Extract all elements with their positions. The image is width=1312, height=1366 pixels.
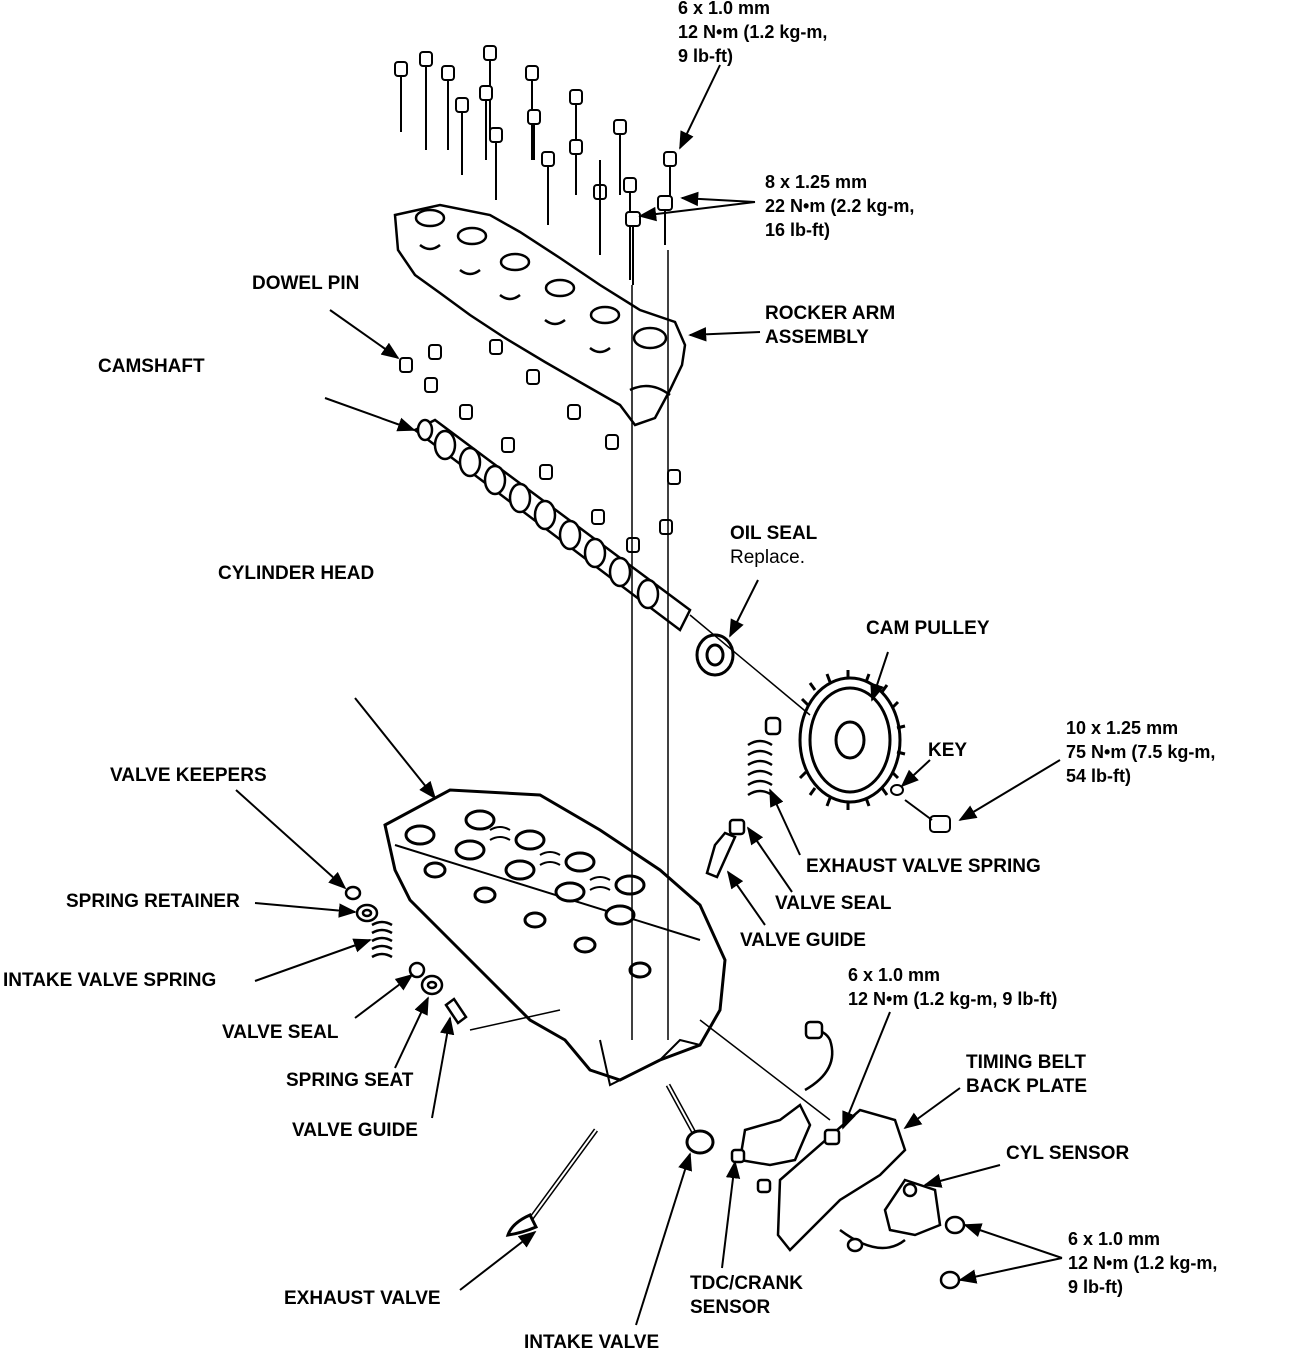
spec-line: 8 x 1.25 mm: [765, 172, 868, 192]
label-dowel-pin: DOWEL PIN: [252, 273, 360, 294]
spec-top-bolt: 6 x 1.0 mm 12 N•m (1.2 kg-m, 9 lb-ft): [678, 0, 827, 68]
label-spring-seat: SPRING SEAT: [286, 1070, 414, 1091]
label-valve-seal-right: VALVE SEAL: [775, 893, 892, 914]
label-line: OIL SEAL: [730, 523, 818, 544]
cam-pulley-drawing: [798, 670, 906, 810]
spec-rocker-bolts: 8 x 1.25 mm 22 N•m (2.2 kg-m, 16 lb-ft): [765, 170, 914, 242]
label-intake-valve-spring: INTAKE VALVE SPRING: [3, 970, 217, 991]
cylinder-head-bolts: [394, 45, 677, 285]
label-valve-keepers: VALVE KEEPERS: [110, 765, 267, 786]
intake-valve-drawing: [665, 1083, 715, 1155]
spec-line: 12 N•m (1.2 kg-m,: [1068, 1253, 1218, 1273]
label-valve-guide-right: VALVE GUIDE: [740, 930, 866, 951]
spec-pulley-bolt: 10 x 1.25 mm 75 N•m (7.5 kg-m, 54 lb-ft): [1066, 716, 1215, 788]
label-cyl-sensor: CYL SENSOR: [1006, 1143, 1130, 1164]
label-camshaft: CAMSHAFT: [98, 356, 205, 377]
spec-line: 16 lb-ft): [765, 220, 830, 240]
spec-sensor-bolts: 6 x 1.0 mm 12 N•m (1.2 kg-m, 9 lb-ft): [1068, 1227, 1217, 1299]
spec-line: 75 N•m (7.5 kg-m,: [1066, 742, 1216, 762]
spec-line: 12 N•m (1.2 kg-m, 9 lb-ft): [848, 989, 1058, 1009]
label-line: ASSEMBLY: [765, 327, 869, 348]
label-tdc-crank-sensor: TDC/CRANK SENSOR: [690, 1272, 803, 1320]
oil-seal-drawing: [695, 633, 735, 677]
label-line: TIMING BELT: [966, 1052, 1086, 1073]
label-line: ROCKER ARM: [765, 303, 896, 324]
leader-arrows: [235, 64, 1063, 1326]
sensors-and-back-plate-drawing: [730, 1020, 966, 1290]
label-key: KEY: [928, 740, 968, 761]
label-spring-retainer: SPRING RETAINER: [66, 891, 240, 912]
label-cam-pulley: CAM PULLEY: [866, 618, 990, 639]
spec-line: 54 lb-ft): [1066, 766, 1131, 786]
rocker-arm-assembly-drawing: [393, 203, 687, 427]
spec-line: 9 lb-ft): [678, 46, 733, 66]
spec-line: 9 lb-ft): [1068, 1277, 1123, 1297]
label-valve-seal-left: VALVE SEAL: [222, 1022, 339, 1043]
spec-line: 6 x 1.0 mm: [1068, 1229, 1161, 1249]
label-line: TDC/CRANK: [690, 1273, 803, 1294]
key-and-pulley-bolt: [890, 784, 951, 833]
exhaust-valve-components: [705, 716, 782, 879]
camshaft-drawing: [412, 418, 692, 632]
label-line: BACK PLATE: [966, 1076, 1088, 1097]
label-rocker-arm-assembly: ROCKER ARM ASSEMBLY: [765, 302, 895, 350]
label-exhaust-valve-spring: EXHAUST VALVE SPRING: [806, 856, 1041, 877]
spec-line: 22 N•m (2.2 kg-m,: [765, 196, 915, 216]
label-exhaust-valve: EXHAUST VALVE: [284, 1288, 441, 1309]
spec-back-plate-bolt: 6 x 1.0 mm 12 N•m (1.2 kg-m, 9 lb-ft): [848, 963, 1057, 1011]
cylinder-head-drawing: [383, 788, 727, 1087]
alignment-lines: [469, 250, 831, 1121]
label-cylinder-head: CYLINDER HEAD: [218, 563, 375, 584]
spec-line: 12 N•m (1.2 kg-m,: [678, 22, 828, 42]
label-timing-belt-back-plate: TIMING BELT BACK PLATE: [966, 1051, 1087, 1099]
label-valve-guide-left: VALVE GUIDE: [292, 1120, 418, 1141]
spec-line: 6 x 1.0 mm: [848, 965, 941, 985]
intake-valve-components: [344, 885, 468, 1025]
label-intake-valve: INTAKE VALVE: [524, 1332, 660, 1353]
exhaust-valve-drawing: [505, 1128, 599, 1237]
label-oil-seal: OIL SEAL Replace.: [730, 522, 817, 570]
dowel-pins: [399, 339, 681, 553]
spec-line: 10 x 1.25 mm: [1066, 718, 1179, 738]
spec-line: 6 x 1.0 mm: [678, 0, 771, 18]
label-line: Replace.: [730, 547, 805, 568]
label-line: SENSOR: [690, 1297, 771, 1318]
